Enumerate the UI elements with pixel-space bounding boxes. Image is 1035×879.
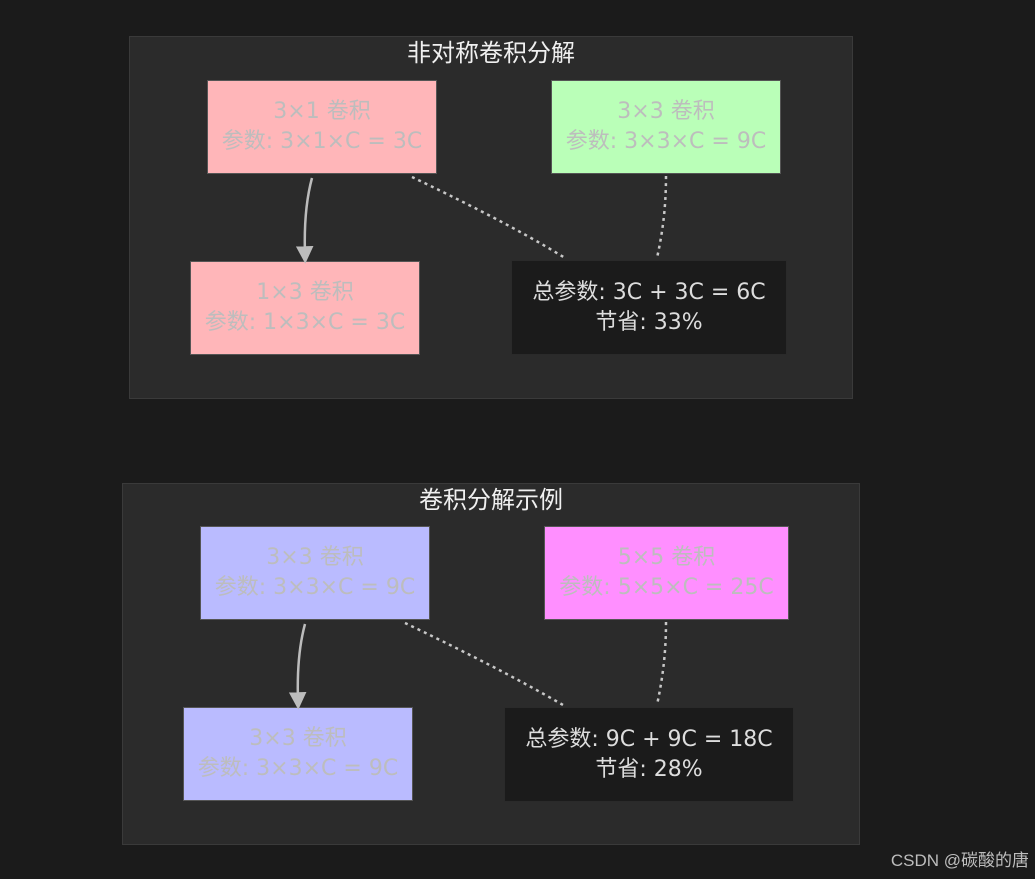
node-label: 3×3 卷积 bbox=[266, 545, 364, 570]
diagram-title: 卷积分解示例 bbox=[419, 486, 563, 514]
node-conv-5x5: 5×5 卷积 参数: 5×5×C = 25C bbox=[544, 526, 789, 620]
node-label: 5×5 卷积 bbox=[617, 545, 716, 570]
node-params: 参数: 3×1×C = 3C bbox=[221, 129, 423, 154]
node-conv-3x3-second: 3×3 卷积 参数: 3×3×C = 9C bbox=[183, 707, 413, 801]
node-label: 3×3 卷积 bbox=[617, 99, 715, 124]
node-params: 参数: 1×3×C = 3C bbox=[204, 310, 406, 335]
node-conv-3x1: 3×1 卷积 参数: 3×1×C = 3C bbox=[207, 80, 437, 174]
total-params: 总参数: 9C + 9C = 18C bbox=[525, 726, 773, 752]
node-total-result: 总参数: 3C + 3C = 6C 节省: 33% bbox=[511, 260, 787, 355]
savings: 节省: 33% bbox=[595, 309, 703, 335]
node-total-result: 总参数: 9C + 9C = 18C 节省: 28% bbox=[504, 707, 794, 802]
node-params: 参数: 3×3×C = 9C bbox=[197, 756, 399, 781]
node-params: 参数: 3×3×C = 9C bbox=[565, 129, 767, 154]
watermark: CSDN @碳酸的唐 bbox=[890, 851, 1029, 870]
node-label: 1×3 卷积 bbox=[256, 280, 354, 305]
node-conv-1x3: 1×3 卷积 参数: 1×3×C = 3C bbox=[190, 261, 420, 355]
node-params: 参数: 5×5×C = 25C bbox=[559, 575, 774, 600]
node-label: 3×3 卷积 bbox=[249, 726, 347, 751]
node-conv-3x3: 3×3 卷积 参数: 3×3×C = 9C bbox=[551, 80, 781, 174]
savings: 节省: 28% bbox=[595, 756, 703, 782]
total-params: 总参数: 3C + 3C = 6C bbox=[532, 279, 766, 305]
node-label: 3×1 卷积 bbox=[273, 99, 371, 124]
node-params: 参数: 3×3×C = 9C bbox=[214, 575, 416, 600]
diagram-title: 非对称卷积分解 bbox=[407, 39, 575, 67]
node-conv-3x3-first: 3×3 卷积 参数: 3×3×C = 9C bbox=[200, 526, 430, 620]
